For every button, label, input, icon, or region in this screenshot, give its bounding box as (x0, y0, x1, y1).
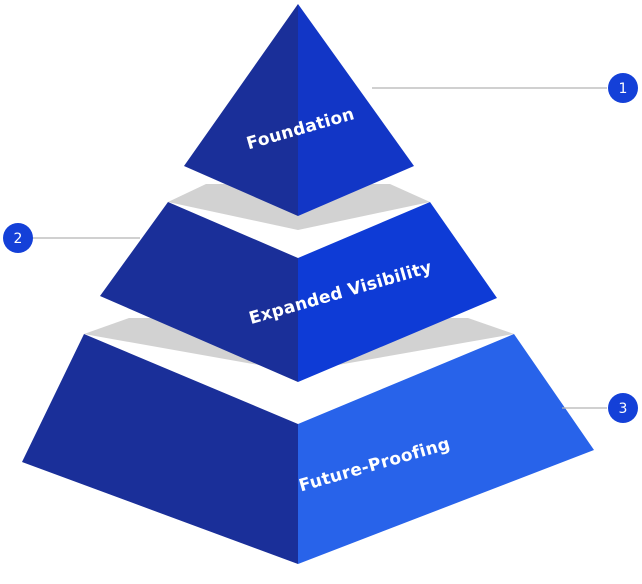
tier-3: Future-Proofing (22, 334, 594, 564)
badge-3-number: 3 (619, 401, 628, 417)
badge-1-number: 1 (619, 81, 628, 97)
tier-2-left-face (100, 202, 298, 382)
badge-3: 3 (608, 393, 638, 423)
tier-2-right-face (298, 202, 497, 382)
badge-2: 2 (3, 223, 33, 253)
tier-2: Expanded Visibility (100, 202, 497, 382)
tier-1-left-face (184, 4, 298, 216)
badge-3-circle (608, 393, 638, 423)
tier-3-right-face (298, 334, 594, 564)
tier-1: Foundation (184, 4, 414, 216)
tier-1-right-face (298, 4, 414, 216)
badge-1: 1 (608, 73, 638, 103)
badge-2-circle (3, 223, 33, 253)
badge-1-circle (608, 73, 638, 103)
badge-2-number: 2 (14, 231, 23, 247)
tier-3-left-face (22, 334, 298, 564)
